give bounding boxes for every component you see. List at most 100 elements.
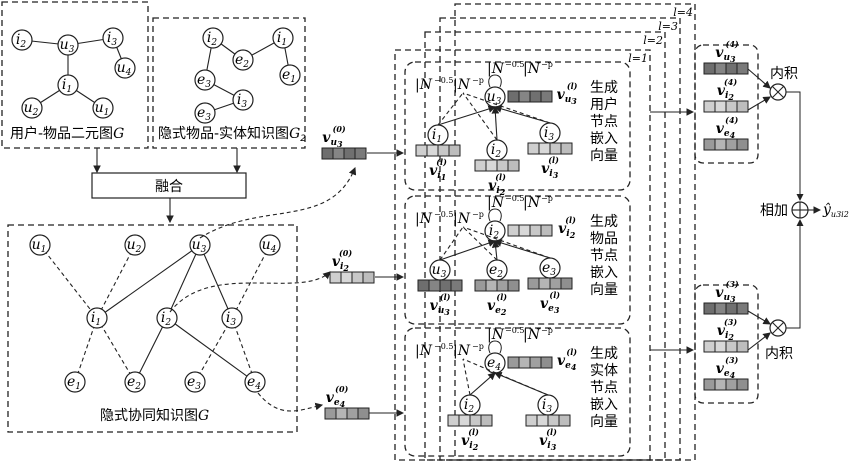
norm-dashed-line (437, 92, 464, 126)
neighbor-vector-label: vi2(l) (461, 427, 479, 452)
output-vector-cell (736, 302, 749, 315)
output-vector-cell (736, 378, 749, 391)
exponent: −0.5 (505, 60, 524, 69)
neighbor-vector-cell (474, 159, 487, 172)
neighbor-vector-label: vi2(l) (488, 172, 506, 197)
self-loop (488, 74, 502, 88)
target-vector-cell (529, 224, 542, 237)
neighbor-vector-cell (450, 279, 463, 292)
neighbor-vector-cell (469, 414, 482, 427)
graph-node (92, 97, 114, 119)
norm-term-2: |N (453, 343, 471, 359)
exponent: −0.5 (505, 194, 524, 203)
dashed-arrow-i2 (169, 271, 331, 313)
input-vector-cell (362, 271, 375, 284)
neighbor-vector-cell (560, 142, 573, 155)
graph-edge (39, 244, 98, 319)
graph-node (221, 307, 243, 329)
output-vector-cell (714, 100, 727, 113)
panel-label-line: 嵌入 (590, 397, 618, 413)
aggregation-panel (404, 195, 631, 325)
graph-node (202, 27, 224, 49)
neighbor-vector-cell (496, 159, 509, 172)
node-label: u3 (192, 237, 207, 255)
panel-label-line: 节点 (590, 248, 618, 264)
neighbor-vector-cell (437, 144, 450, 157)
panel-label-line: 向量 (590, 282, 618, 298)
node-label: u4 (117, 60, 132, 78)
collaborative-graph-box (7, 224, 298, 433)
node-label: i3 (544, 125, 554, 143)
output-vector-cell (703, 302, 716, 315)
input-vector-cell (343, 147, 356, 160)
neighbor-vector-cell (560, 277, 573, 290)
graph-node (156, 307, 178, 329)
neighbor-vector-cell (428, 279, 441, 292)
panel-label-line: 物品 (590, 231, 618, 247)
graph-edge (194, 317, 233, 383)
neighbor-vector-cell (439, 279, 452, 292)
node-label: e4 (247, 374, 261, 392)
graph-edge (74, 317, 98, 383)
node-label: i2 (491, 142, 501, 160)
graph-edge (134, 317, 168, 383)
node-label: u2 (24, 100, 39, 118)
graph-edge (166, 317, 256, 383)
node-label: u1 (32, 237, 47, 255)
node-label: i1 (91, 310, 101, 328)
target-vector-cell (529, 90, 542, 103)
exponent: −0.5 (434, 210, 453, 219)
graph-node (21, 97, 43, 119)
neighbor-vector-cell (480, 414, 493, 427)
output-vector-cell (725, 100, 738, 113)
node-label: u4 (262, 237, 277, 255)
neighbor-vector-cell (527, 142, 540, 155)
graph-node (124, 371, 146, 393)
norm-term-3: |N (487, 195, 505, 211)
target-vector-cell (518, 224, 531, 237)
norm-dashed-line (462, 358, 549, 396)
connector (786, 91, 804, 201)
target-vector-cell (540, 356, 553, 369)
input-vector-cell (321, 147, 334, 160)
neighbor-vector-cell (527, 277, 540, 290)
layer-frame (424, 31, 666, 461)
output-vector-label: vi2(4) (717, 77, 737, 102)
panel-label-line: 节点 (590, 380, 618, 396)
input-vector-cell (340, 271, 353, 284)
layer-label: l=3 (658, 20, 678, 33)
graph-edge (96, 244, 136, 319)
exponent: −p (541, 194, 553, 203)
exponent: −0.5 (505, 326, 524, 335)
aggregation-panel (404, 327, 631, 457)
output-vector-cell (714, 302, 727, 315)
exponent: −0.5 (434, 76, 453, 85)
arrow (747, 68, 771, 89)
output-vector-cell (714, 138, 727, 151)
output-vector-label: vu3(4) (715, 39, 739, 64)
arrow (747, 332, 771, 351)
graph-node (189, 234, 211, 256)
output-vector-cell (714, 378, 727, 391)
panel-label-line: 实体 (590, 363, 618, 379)
x (772, 86, 784, 98)
neighbor-vector-cell (507, 279, 520, 292)
layer-label: l=2 (643, 34, 663, 47)
input-vector-label: ve4(0) (326, 384, 349, 409)
graph-node (124, 234, 146, 256)
graph-node (194, 69, 216, 91)
node-label: e3 (187, 374, 201, 392)
node-label: e2 (127, 374, 141, 392)
dashed-arrow-e4 (257, 392, 324, 412)
node-label: i3 (542, 397, 552, 415)
node-label: e1 (67, 374, 81, 392)
neighbor-vector-label: ve3(l) (540, 290, 560, 315)
prediction-label: ŷu3i2 (822, 201, 849, 219)
node-label: e4 (487, 355, 501, 373)
exponent: −p (472, 210, 484, 219)
norm-term-4: |N (523, 61, 541, 77)
output-vector-label: ve4(3) (716, 355, 739, 380)
graph-node (259, 234, 281, 256)
neighbor-vector-label: vu3(l) (430, 292, 451, 317)
output-vector-cell (714, 62, 727, 75)
